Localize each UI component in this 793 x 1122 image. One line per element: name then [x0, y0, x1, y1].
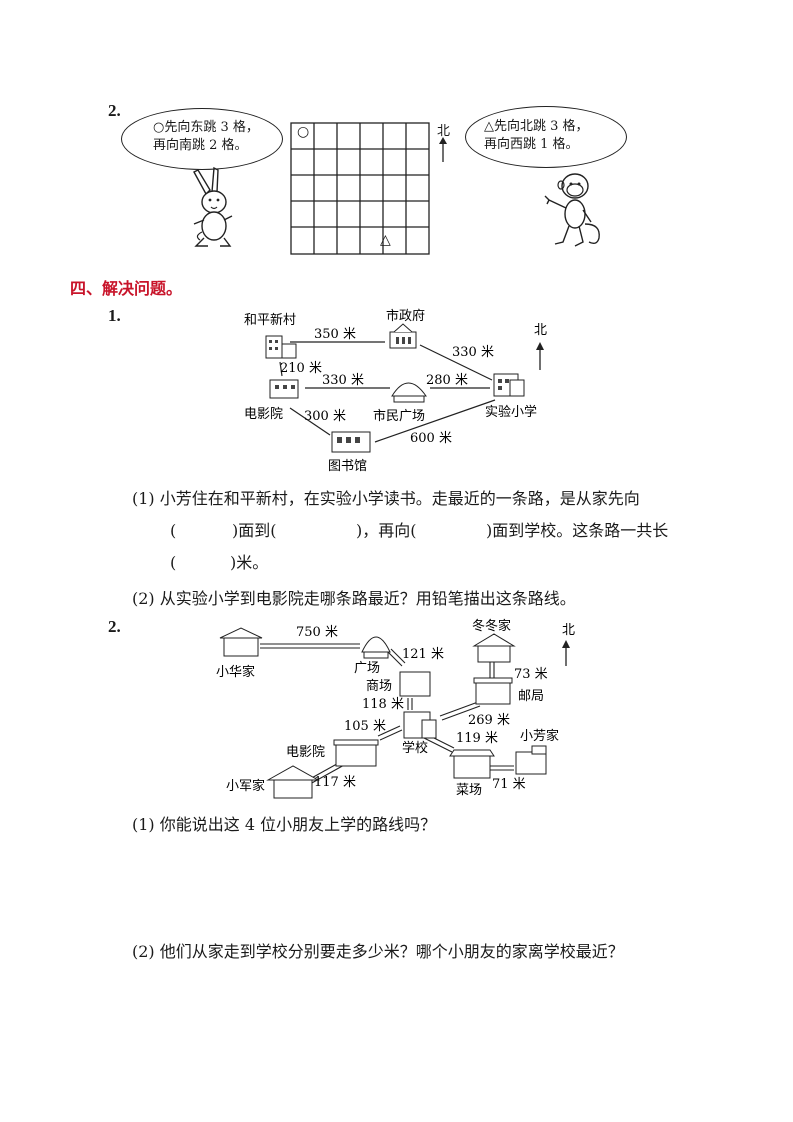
distance-label: 73 米: [514, 667, 548, 682]
place-youju: 邮局: [518, 689, 544, 704]
place-heping: 和平新村: [244, 312, 296, 328]
distance-label: 119 米: [456, 731, 498, 746]
monkey-icon: [544, 173, 600, 247]
question-number: 2.: [108, 101, 121, 120]
place-caichang: 菜场: [456, 783, 482, 798]
triangle-marker: △: [380, 232, 391, 248]
road-heping-dianying: [279, 361, 283, 377]
road-shizhengfu-shiyan: [419, 344, 493, 381]
rabbit-speech-bubble: [121, 108, 283, 170]
place-shizhengfu: 市政府: [386, 308, 425, 324]
question-2-line: (2) 他们从家走到学校分别要走多少米？哪个小朋友的家离学校最近？: [132, 942, 624, 961]
question-1-text: )面到(: [232, 521, 277, 540]
rabbit-instruction-line1: ○先向东跳 3 格，: [153, 120, 259, 135]
road-dianying-tushu: [289, 407, 331, 436]
north-label: 北: [437, 124, 451, 139]
place-xuexiao: 学校: [402, 740, 428, 756]
building-icon: [219, 627, 547, 799]
answer-area-1[interactable]: [132, 842, 692, 932]
monkey-speech-bubble: [465, 106, 627, 168]
distance-label: 269 米: [468, 713, 510, 728]
rabbit-instruction-line2: 再向南跳 2 格。: [153, 138, 248, 153]
north-label: 北: [534, 323, 547, 338]
place-tushuguan: 图书馆: [328, 459, 367, 474]
distance-label: 280 米: [426, 373, 468, 388]
answer-blank-open: (: [170, 521, 177, 540]
question-1-line: (1) 你能说出这 4 位小朋友上学的路线吗？: [132, 815, 437, 834]
rabbit-icon: [193, 166, 233, 247]
answer-blank-open: (: [170, 553, 177, 572]
place-shimin: 市民广场: [373, 408, 425, 424]
question-1-text: )面到学校。这条路一共长: [486, 521, 669, 540]
problem-number: 1.: [108, 306, 121, 325]
distance-label: 750 米: [296, 625, 338, 640]
road-tushu-shiyan: [374, 399, 496, 443]
circle-marker: ○: [297, 124, 310, 140]
problem-number: 2.: [108, 617, 121, 636]
question-2-line: (2) 从实验小学到电影院走哪条路最近？用铅笔描出这条路线。: [132, 589, 576, 608]
distance-label: 210 米: [280, 361, 322, 376]
answer-blank-length[interactable]: [185, 552, 229, 574]
answer-blank-place[interactable]: [298, 520, 356, 542]
place-dianyingyuan: 电影院: [244, 407, 283, 422]
place-shiyan: 实验小学: [485, 404, 537, 420]
problem1-route-map: 和平新村 市政府 电影院 市民广场 实验小学 图书馆 北 350 米 330 米…: [244, 308, 547, 474]
place-shangchang: 商场: [366, 679, 392, 694]
distance-label: 600 米: [410, 431, 452, 446]
place-xiaojun: 小军家: [226, 778, 265, 794]
distance-label: 121 米: [402, 647, 444, 662]
distance-label: 300 米: [304, 409, 346, 424]
answer-blank-direction2[interactable]: [432, 520, 484, 542]
answer-blank-direction1[interactable]: [185, 520, 229, 542]
question-1-text: )米。: [230, 553, 269, 572]
place-xiaohua: 小华家: [216, 664, 255, 680]
distance-label: 117 米: [314, 775, 356, 790]
monkey-instruction-line2: 再向西跳 1 格。: [484, 137, 579, 152]
question-1-line1: (1) 小芳住在和平新村，在实验小学读书。走最近的一条路，是从家先向: [132, 489, 640, 508]
north-label: 北: [562, 623, 575, 638]
answer-area-2[interactable]: [132, 970, 692, 1090]
place-dongdong: 冬冬家: [472, 618, 511, 634]
distance-label: 71 米: [492, 777, 526, 792]
distance-label: 105 米: [344, 719, 386, 734]
place-dianyingyuan: 电影院: [286, 745, 325, 760]
question-1-text: )，再向(: [356, 521, 417, 540]
distance-label: 330 米: [452, 345, 494, 360]
place-xiaofang: 小芳家: [520, 728, 559, 744]
coordinate-grid: [290, 122, 430, 255]
place-guangchang: 广场: [354, 661, 380, 676]
north-arrow-icon: [439, 137, 447, 162]
distance-label: 350 米: [314, 327, 356, 342]
distance-label: 118 米: [362, 697, 404, 712]
distance-label: 330 米: [322, 373, 364, 388]
problem2-route-map: 小华家 广场 商场 冬冬家 邮局 学校 电影院 小军家 菜场 小芳家 北 750…: [216, 618, 575, 799]
monkey-instruction-line1: △先向北跳 3 格，: [484, 119, 589, 134]
section-title: 四、解决问题。: [70, 279, 183, 298]
